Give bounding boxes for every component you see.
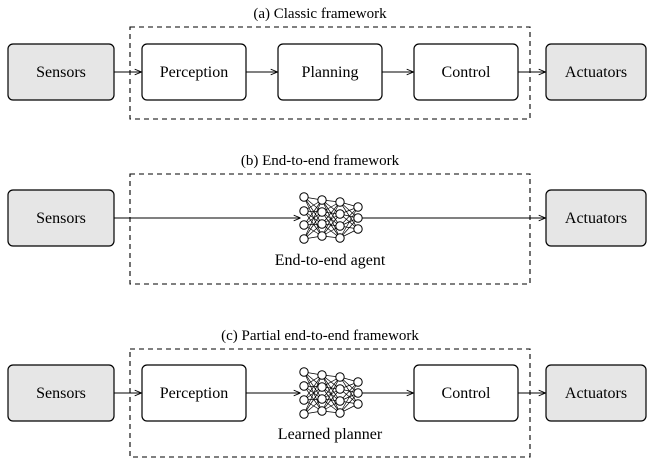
panel-b-agent-label: End-to-end agent: [275, 252, 386, 269]
panel-c-actuators-box: [545, 364, 647, 422]
panel-a-sensors-label: Sensors: [36, 64, 86, 81]
nn-edge: [303, 199, 323, 240]
nn-edge: [339, 201, 359, 230]
nn-edge: [339, 206, 359, 239]
nn-node: [335, 197, 345, 207]
nn-node: [299, 395, 309, 405]
nn-edge: [303, 371, 323, 400]
panel-b: (b) End-to-end framework Sensors End-to-…: [7, 153, 647, 285]
nn-node: [317, 394, 327, 404]
nn-edge: [303, 371, 323, 412]
nn-edge: [303, 374, 323, 415]
panel-b-sensors-label: Sensors: [36, 210, 86, 227]
nn-node: [353, 202, 363, 212]
panel-a-control-label: Control: [442, 64, 491, 81]
nn-node: [353, 213, 363, 223]
panel-c-frame: [129, 348, 531, 458]
nn-node: [317, 195, 327, 205]
nn-edge: [303, 196, 323, 237]
nn-edge: [303, 210, 323, 237]
panel-a-actuators-label: Actuators: [565, 64, 627, 81]
panel-b-actuators-label: Actuators: [565, 210, 627, 227]
nn-edge: [339, 381, 359, 414]
panel-b-caption: (b) End-to-end framework: [241, 153, 400, 169]
panel-a-actuators-box: [545, 43, 647, 101]
nn-node: [335, 408, 345, 418]
nn-node: [335, 372, 345, 382]
nn-node: [299, 409, 309, 419]
panel-b-actuators-box: [545, 189, 647, 247]
nn-node: [335, 221, 345, 231]
nn-node: [317, 406, 327, 416]
nn-edge: [303, 199, 323, 226]
nn-node: [317, 370, 327, 380]
nn-node: [299, 381, 309, 391]
nn-node: [317, 231, 327, 241]
panel-a-caption: (a) Classic framework: [253, 6, 387, 22]
nn-edge: [339, 376, 359, 405]
nn-node: [317, 207, 327, 217]
panel-c-control-label: Control: [442, 385, 491, 402]
panel-c-perception-label: Perception: [160, 385, 228, 402]
panel-a-planning-label: Planning: [302, 64, 359, 81]
panel-b-frame: [129, 173, 531, 285]
nn-edge: [321, 213, 341, 237]
panel-a-perception-label: Perception: [160, 64, 228, 81]
nn-node: [353, 377, 363, 387]
panel-c-sensors-label: Sensors: [36, 385, 86, 402]
nn-node: [353, 399, 363, 409]
nn-node: [317, 382, 327, 392]
nn-node: [299, 206, 309, 216]
nn-node: [299, 220, 309, 230]
nn-node: [299, 367, 309, 377]
nn-node: [353, 388, 363, 398]
nn-node: [317, 219, 327, 229]
panel-c-caption: (c) Partial end-to-end framework: [221, 328, 419, 344]
nn-node: [335, 396, 345, 406]
nn-node: [299, 192, 309, 202]
panel-c-planner-label: Learned planner: [278, 426, 383, 443]
nn-node: [335, 209, 345, 219]
nn-edge: [303, 386, 323, 415]
nn-edge: [303, 196, 323, 225]
nn-edge: [321, 376, 341, 400]
neural-network-icon: [299, 367, 363, 419]
nn-edge: [303, 211, 323, 240]
nn-node: [299, 234, 309, 244]
nn-edge: [321, 201, 341, 237]
nn-node: [335, 233, 345, 243]
nn-node: [335, 384, 345, 394]
nn-edge: [321, 376, 341, 412]
panel-c-actuators-label: Actuators: [565, 385, 627, 402]
nn-edge: [321, 201, 341, 225]
nn-node: [353, 224, 363, 234]
nn-edge: [321, 388, 341, 412]
nn-edge: [303, 374, 323, 401]
panel-a: (a) Classic framework Sensors Perception…: [7, 6, 647, 120]
panel-c: (c) Partial end-to-end framework Sensors…: [7, 328, 647, 458]
panel-a-frame: [129, 26, 531, 120]
nn-edge: [303, 385, 323, 412]
neural-network-icon: [299, 192, 363, 244]
